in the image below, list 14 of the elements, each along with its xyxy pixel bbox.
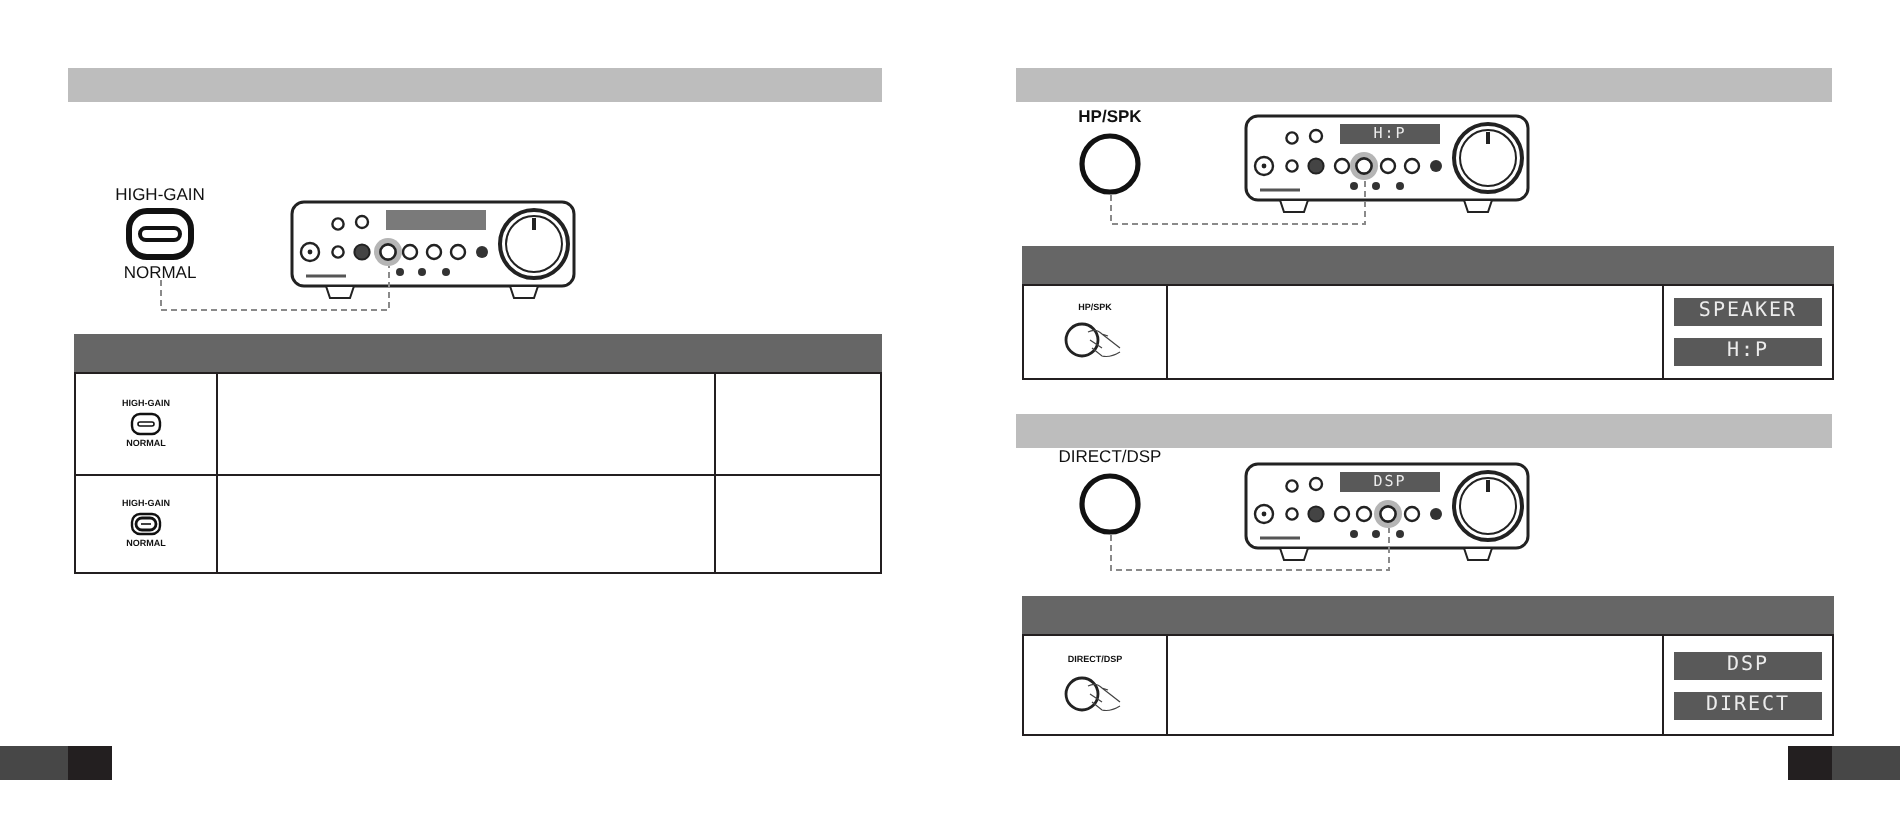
lcd-readout: SPEAKER <box>1674 298 1822 326</box>
lcd-readout: H:P <box>1674 338 1822 366</box>
button-label: HP/SPK <box>1078 108 1142 125</box>
highlighted-button-icon <box>374 238 402 266</box>
lcd-readout: DSP <box>1674 651 1822 679</box>
button-label: DIRECT/DSP <box>1058 448 1162 465</box>
leader-line <box>160 265 390 311</box>
leader-line <box>1110 527 1390 571</box>
highlighted-button-icon <box>1350 152 1378 180</box>
switch-label: NORMAL <box>123 263 197 280</box>
lcd-readout: DIRECT <box>1674 691 1822 719</box>
highlighted-button-icon <box>1374 500 1402 528</box>
leader-line <box>1110 179 1366 225</box>
switch-label: HIGH-GAIN <box>115 186 205 203</box>
